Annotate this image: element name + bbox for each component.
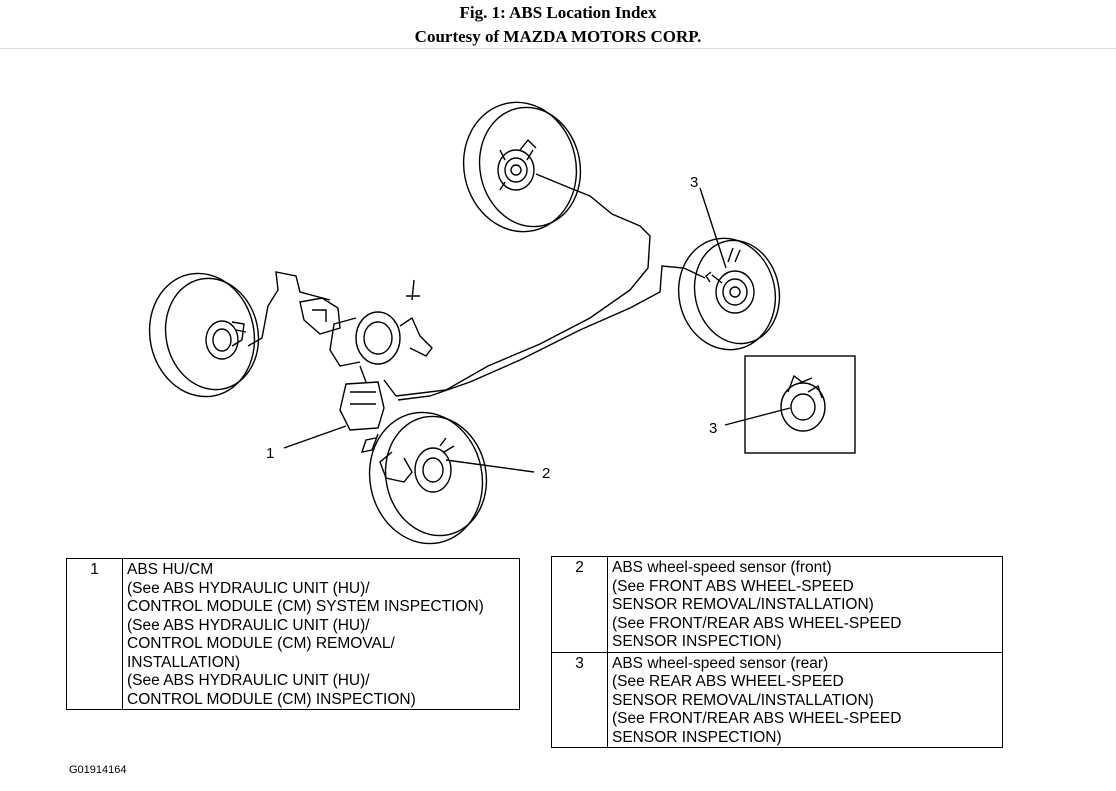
rear-sensor-inset — [744, 355, 856, 454]
brake-line-front-right — [360, 433, 379, 453]
legend-number: 1 — [66, 558, 123, 710]
figure-code: G01914164 — [69, 764, 127, 776]
leader-line-1 — [283, 425, 347, 449]
legend-number: 2 — [551, 556, 608, 653]
figure-title: Fig. 1: ABS Location Index — [459, 3, 657, 22]
brake-line-front-left — [247, 271, 331, 347]
rear-left-wheel — [462, 101, 582, 233]
front-right-wheel — [368, 411, 488, 545]
legend-row: 1 ABS HU/CM (See ABS HYDRAULIC UNIT (HU)… — [66, 558, 520, 710]
legend-description: ABS HU/CM (See ABS HYDRAULIC UNIT (HU)/ … — [122, 558, 520, 710]
legend-number: 3 — [551, 651, 608, 748]
brake-line-rear-left — [395, 173, 651, 397]
legend-table-right: 2 ABS wheel-speed sensor (front) (See FR… — [551, 556, 1003, 748]
legend-description: ABS wheel-speed sensor (rear) (See REAR … — [607, 651, 1003, 748]
callout-3-inset: 3 — [709, 420, 717, 437]
figure-credit: Courtesy of MAZDA MOTORS CORP. — [414, 27, 702, 46]
legend-description: ABS wheel-speed sensor (front) (See FRON… — [607, 556, 1003, 653]
callout-3: 3 — [690, 174, 698, 191]
legend-row: 3 ABS wheel-speed sensor (rear) (See REA… — [551, 651, 1003, 748]
legend-row: 2 ABS wheel-speed sensor (front) (See FR… — [551, 556, 1003, 653]
leader-line-3-inset — [724, 407, 791, 426]
rear-sensor-inset-detail — [780, 374, 826, 432]
header-divider — [0, 48, 1116, 49]
leader-line-3 — [699, 187, 727, 269]
callout-2: 2 — [542, 465, 550, 482]
abs-hu-cm-assembly — [299, 279, 433, 431]
legend-table-left: 1 ABS HU/CM (See ABS HYDRAULIC UNIT (HU)… — [66, 558, 520, 710]
front-left-wheel — [148, 272, 260, 398]
leader-line-2 — [445, 459, 535, 473]
rear-right-wheel — [677, 237, 781, 351]
callout-1: 1 — [266, 445, 274, 462]
brake-line-rear-right — [397, 265, 706, 401]
